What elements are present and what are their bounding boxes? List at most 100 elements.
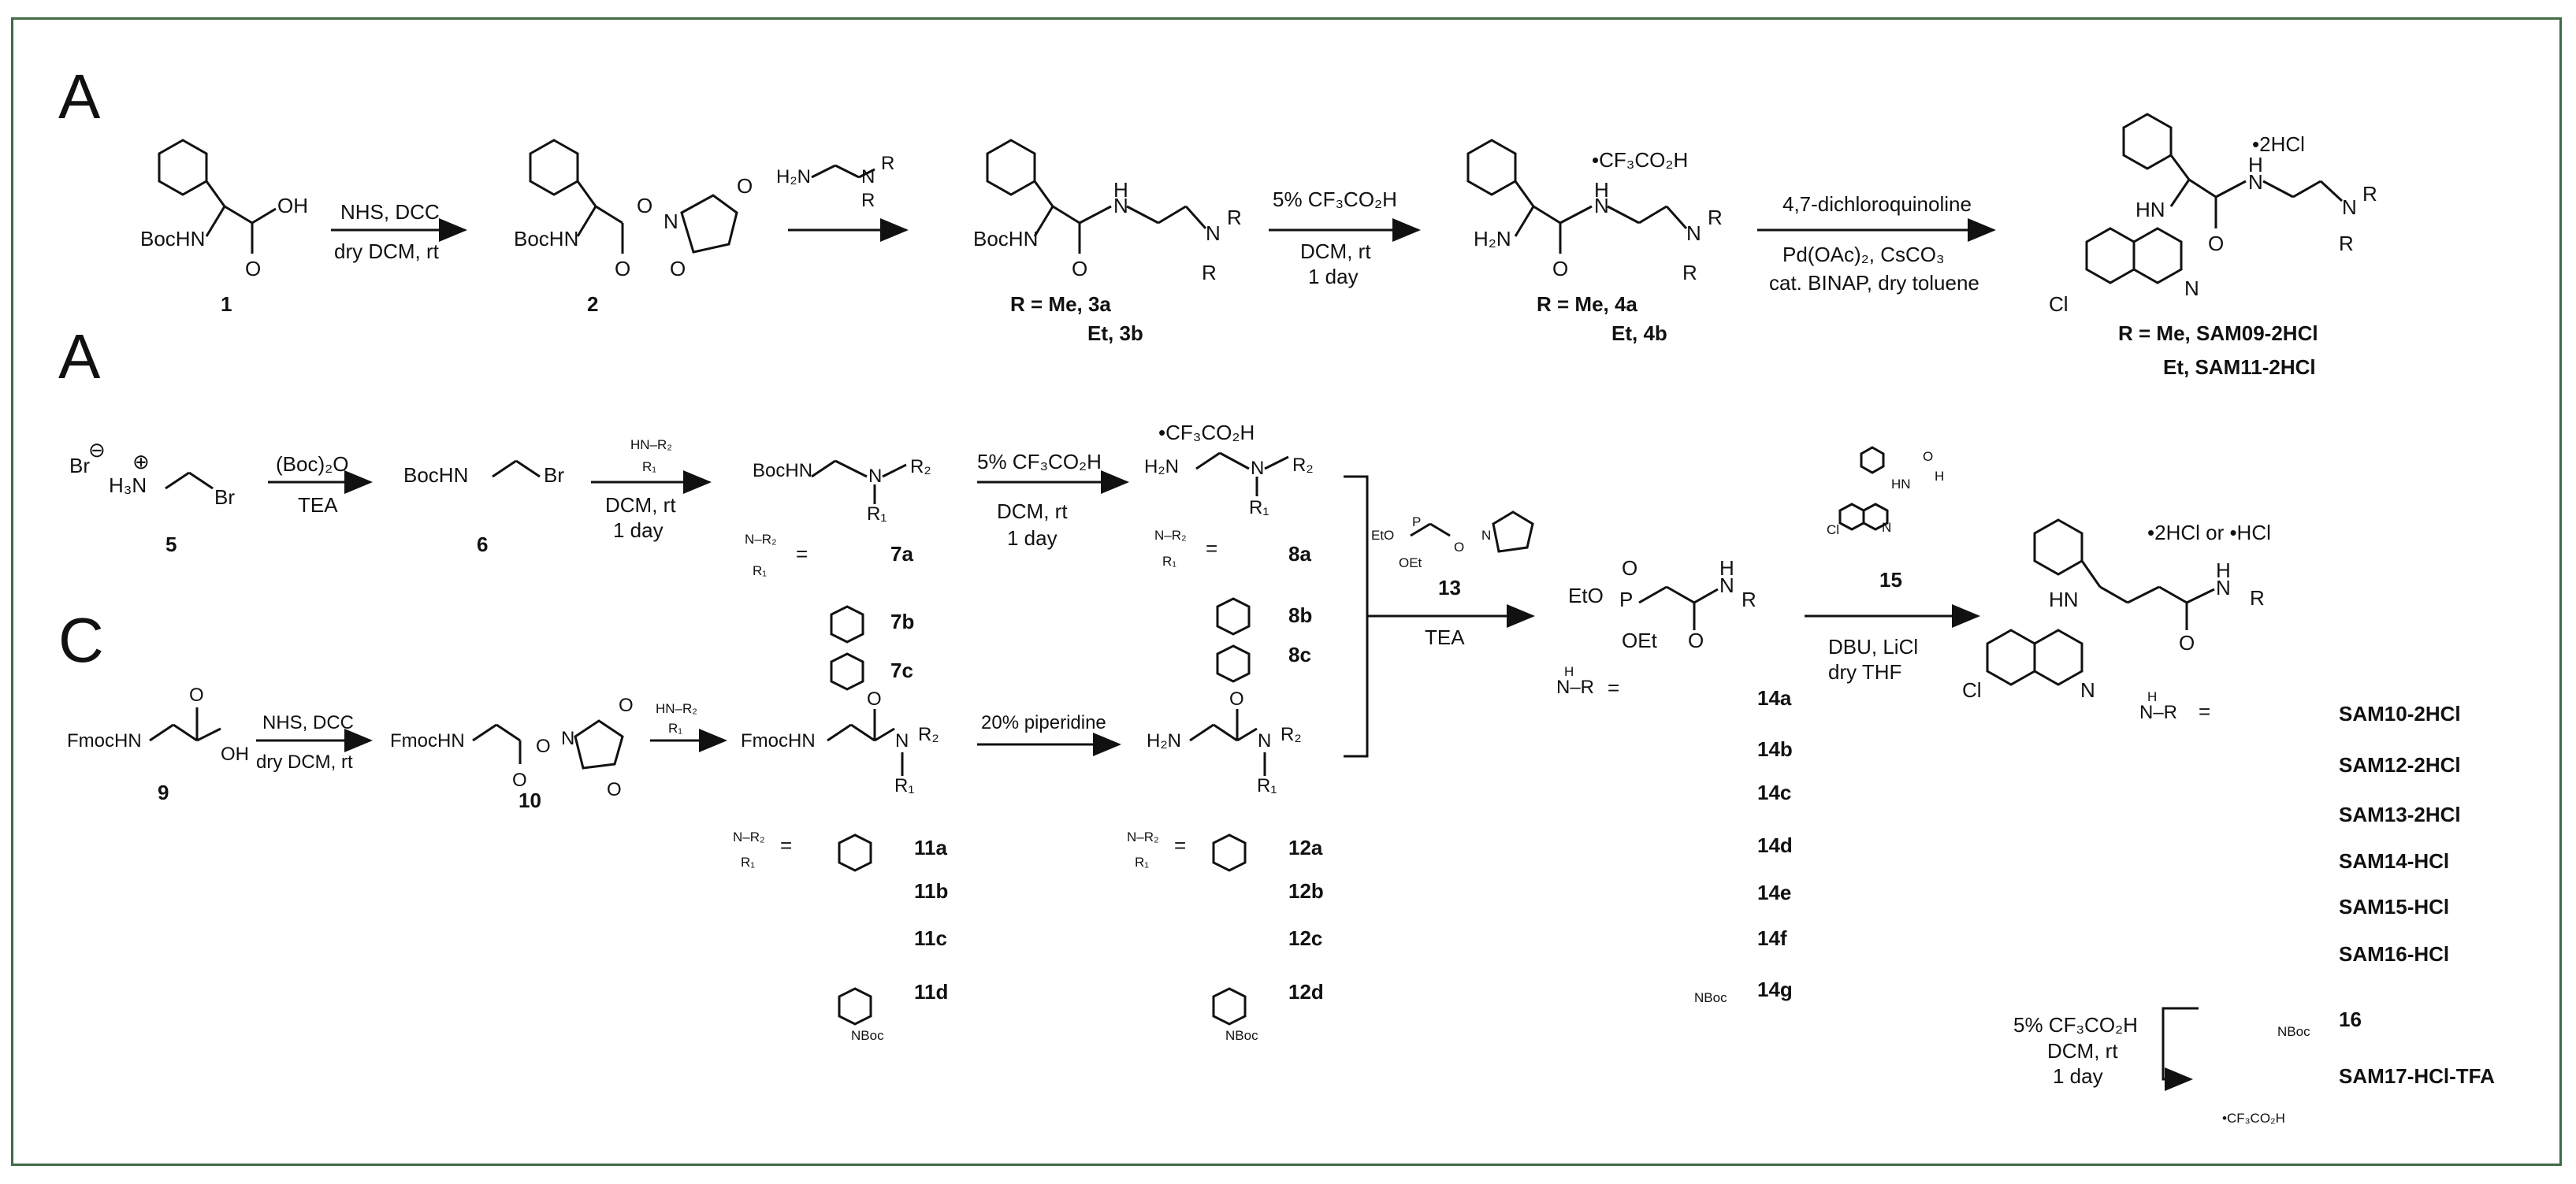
label-14d: 14d [1757, 833, 1793, 857]
deprot-bottom: 1 day [2053, 1064, 2103, 1088]
final-product-structure [1986, 518, 2215, 686]
step1-top: NHS, DCC [340, 200, 440, 224]
c14-o: O [1622, 556, 1637, 580]
stepc2-reagent: HN–R₂ [656, 701, 697, 716]
nboc-12d: NBoc [1225, 1028, 1258, 1043]
sam-nh: N [2248, 170, 2263, 194]
c4-r: R [1708, 206, 1723, 229]
c8-r1b: R₁ [1162, 554, 1176, 569]
step1-bottom: dry DCM, rt [334, 239, 440, 263]
c15-o: O [1923, 449, 1933, 464]
label-14g: 14g [1757, 978, 1793, 1001]
sam-hn: HN [2136, 198, 2165, 221]
c4-nh: N [1594, 194, 1609, 217]
c14-nr: N–R [1556, 677, 1594, 698]
label-12d: 12d [1288, 980, 1324, 1004]
c12-r1b: R₁ [1135, 855, 1149, 870]
compound-7-structure [811, 459, 907, 691]
c12-o: O [1229, 689, 1244, 710]
arrow-deprotection [2162, 1007, 2199, 1091]
sam-n: N [2342, 195, 2357, 219]
label-sam15: SAM15-HCl [2339, 895, 2449, 919]
step4-top: 4,7-dichloroquinoline [1782, 192, 1972, 216]
c11-nr: N–R₂ [733, 830, 765, 844]
c14-oet: OEt [1622, 629, 1658, 652]
compound-11-structure [827, 709, 904, 1026]
figure-frame [11, 17, 2562, 1166]
c14-h2: H [1564, 664, 1574, 679]
c3-o: O [1072, 257, 1087, 280]
c15-cl: Cl [1827, 522, 1839, 537]
sam17-salt: •CF₃CO₂H [2222, 1111, 2285, 1126]
stepc1-top: NHS, DCC [262, 712, 354, 733]
c11-fmoc: FmocHN [741, 730, 816, 752]
step3-mid: DCM, rt [1300, 239, 1371, 263]
fin-cl: Cl [1962, 678, 1982, 702]
label-7b: 7b [890, 610, 914, 633]
c12-n: N [1258, 730, 1271, 752]
stepc1-bottom: dry DCM, rt [256, 752, 353, 773]
amine-r2: R [861, 190, 875, 211]
c7-r1: R₁ [867, 503, 887, 525]
deprot-mid: DCM, rt [2047, 1039, 2118, 1063]
c11-r1b: R₁ [741, 855, 755, 870]
c4-r2: R [1682, 261, 1697, 284]
c8-r1: R₁ [1249, 497, 1269, 518]
label-7c: 7c [890, 659, 913, 682]
compound-13-label: 13 [1438, 576, 1461, 599]
fin-salt: •2HCl or •HCl [2147, 521, 2271, 544]
fin-eq: = [2199, 700, 2210, 723]
label-14a: 14a [1757, 686, 1792, 710]
compound-2-structure [529, 139, 738, 254]
stepc3-top: 20% piperidine [981, 712, 1106, 733]
c1-oh: OH [277, 194, 308, 217]
label-7a: 7a [890, 542, 913, 566]
c12-eq: = [1174, 833, 1186, 857]
step3-bottom: 1 day [1308, 265, 1359, 288]
c12-r2: R₂ [1281, 724, 1302, 745]
c4-n: N [1686, 221, 1701, 245]
c8-h2n: H₂N [1144, 456, 1179, 477]
label-12c: 12c [1288, 926, 1322, 950]
compound-3-label1: R = Me, 3a [1010, 292, 1111, 316]
stepb3-mid: DCM, rt [997, 499, 1068, 523]
c4-h2n: H₂N [1474, 227, 1511, 251]
amine-reagent-structure [811, 164, 875, 179]
compound-8-structure [1195, 451, 1289, 683]
compound-4-label1: R = Me, 4a [1537, 292, 1637, 316]
compound-6-label: 6 [477, 533, 488, 556]
sam-salt: •2HCl [2252, 132, 2305, 156]
c8-r2: R₂ [1292, 455, 1314, 476]
merge-bracket [1344, 475, 1369, 758]
compound-15-label: 15 [1879, 568, 1902, 592]
label-sam10: SAM10-2HCl [2339, 702, 2461, 726]
c11-r1: R₁ [894, 775, 914, 796]
c11-eq: = [780, 833, 792, 857]
label-14e: 14e [1757, 881, 1791, 904]
c5-h3n: H₃N [109, 473, 147, 497]
c11-r2: R₂ [918, 724, 939, 745]
c1-o: O [245, 257, 261, 280]
stepb3-bottom: 1 day [1007, 526, 1058, 550]
compound-1-label: 1 [221, 292, 232, 316]
c9-oh: OH [221, 744, 249, 765]
panel-label-a1: A [58, 61, 101, 132]
compound-3-label2: Et, 3b [1087, 321, 1143, 345]
fin-r: R [2250, 586, 2265, 610]
label-14f: 14f [1757, 926, 1787, 950]
compound-5-structure [165, 471, 214, 490]
sam-qn: N [2184, 277, 2199, 300]
c10-fmoc: FmocHN [390, 730, 465, 752]
nboc-14g: NBoc [1694, 990, 1727, 1005]
c3-nh: N [1113, 194, 1128, 217]
fin-h2: H [2147, 689, 2157, 704]
c13-n: N [1481, 528, 1491, 543]
c13-eto: EtO [1371, 528, 1394, 543]
stepb5-top: DBU, LiCl [1828, 635, 1918, 659]
fin-hn: HN [2049, 588, 2079, 611]
amine-h2n: H₂N [776, 166, 811, 187]
c13-o: O [1454, 540, 1464, 555]
c8-salt: •CF₃CO₂H [1158, 421, 1255, 444]
c14-r: R [1741, 588, 1756, 611]
c14-p: P [1619, 588, 1633, 611]
